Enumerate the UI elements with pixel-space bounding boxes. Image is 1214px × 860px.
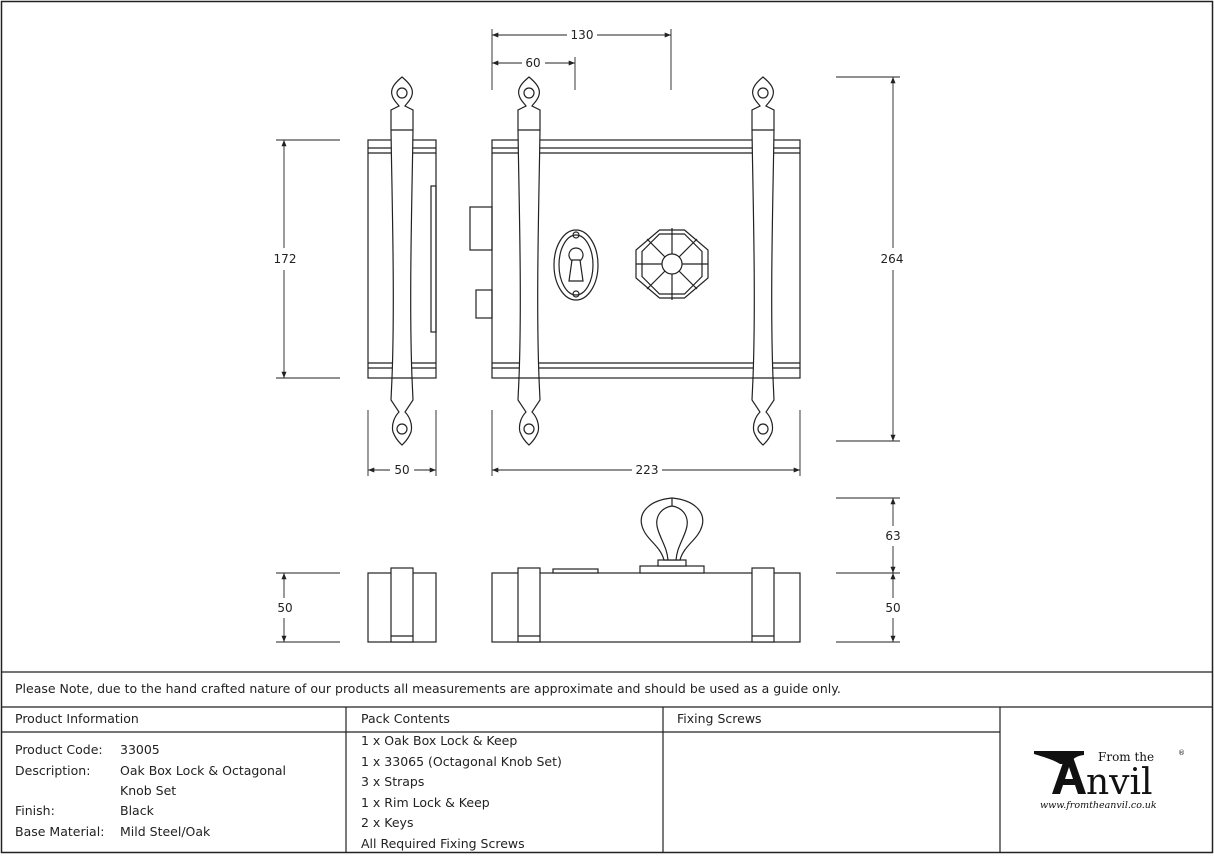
logo-from-the: From the <box>1098 750 1154 764</box>
pack-item: 3 x Straps <box>361 774 425 789</box>
octagonal-knob <box>635 228 709 300</box>
dimension-lines <box>276 29 900 643</box>
description-row: Description: Oak Box Lock & Octagonal Kn… <box>15 761 335 801</box>
base-material-label: Base Material: <box>15 824 105 839</box>
keyhole-escutcheon <box>553 229 599 301</box>
dim-172: 172 <box>274 252 297 266</box>
dim-50-right: 50 <box>885 601 900 615</box>
finish-value: Black <box>120 803 154 818</box>
dim-63: 63 <box>885 529 900 543</box>
anvil-icon <box>1034 751 1084 764</box>
strap-left <box>390 76 414 446</box>
dim-223: 223 <box>636 463 659 477</box>
pack-item: 1 x Oak Box Lock & Keep <box>361 733 518 748</box>
base-material-value: Mild Steel/Oak <box>120 824 211 839</box>
dim-264: 264 <box>881 252 904 266</box>
product-code-label: Product Code: <box>15 742 103 757</box>
logo-brand: nvil <box>1086 762 1153 803</box>
finish-label: Finish: <box>15 803 55 818</box>
knob-side-view <box>640 497 704 561</box>
dim-130: 130 <box>571 28 594 42</box>
pack-item: All Required Fixing Screws <box>361 835 525 851</box>
logo-registered: ® <box>1178 749 1185 757</box>
base-material-row: Base Material: Mild Steel/Oak <box>15 822 335 842</box>
dim-60: 60 <box>525 56 540 70</box>
measurement-note: Please Note, due to the hand crafted nat… <box>15 681 841 696</box>
dim-50-left: 50 <box>277 601 292 615</box>
lock-side-view <box>491 559 801 643</box>
lock-front-view <box>469 139 801 379</box>
pack-item: 1 x Rim Lock & Keep <box>361 794 490 810</box>
pack-item: 1 x 33065 (Octagonal Knob Set) <box>361 753 562 769</box>
logo-url: www.fromtheanvil.co.uk <box>1040 800 1157 811</box>
description-value: Oak Box Lock & Octagonal Knob Set <box>120 763 287 798</box>
description-label: Description: <box>15 763 91 778</box>
info-table-grid <box>1 671 1213 853</box>
fixing-screws-header: Fixing Screws <box>677 711 762 726</box>
dim-50-top: 50 <box>394 463 409 477</box>
keep-side-view <box>367 567 437 643</box>
finish-row: Finish: Black <box>15 801 335 821</box>
product-code-value: 33005 <box>120 742 160 757</box>
product-information-header: Product Information <box>15 711 139 726</box>
from-the-anvil-logo: From the ® nvil www.fromtheanvil.co.uk <box>1032 742 1187 822</box>
product-code-row: Product Code: 33005 <box>15 740 335 760</box>
strap-middle <box>517 76 541 446</box>
pack-contents-header: Pack Contents <box>361 711 450 726</box>
pack-item: 2 x Keys <box>361 815 414 830</box>
strap-right <box>751 76 775 446</box>
